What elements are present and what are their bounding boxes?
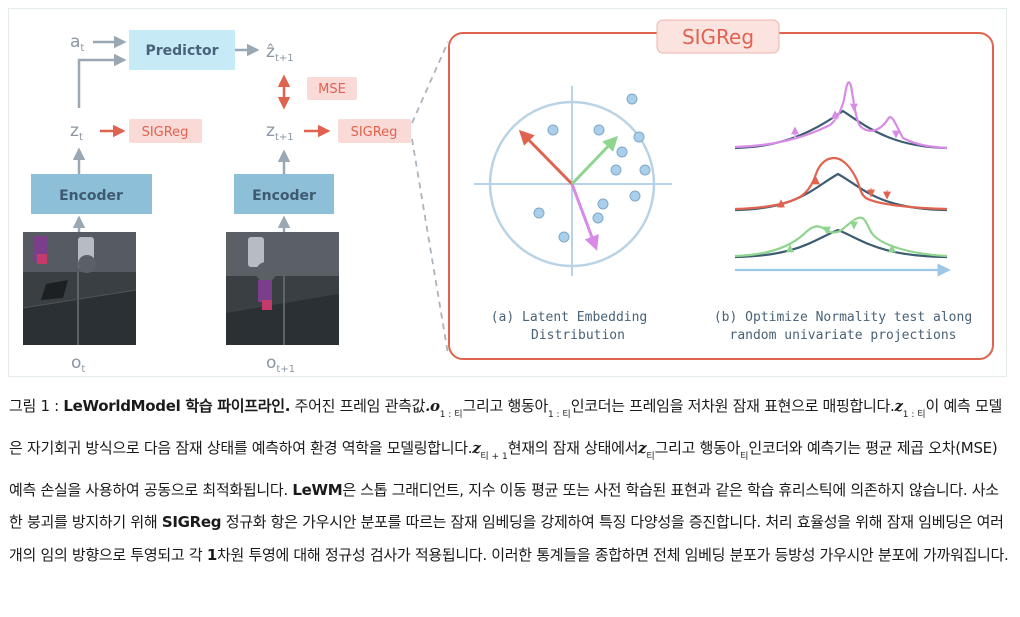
symbol-z-next: z <box>472 438 481 457</box>
symbol-z-next-subscript: 티 + 1 <box>480 451 508 462</box>
encoder-box-left <box>31 174 152 214</box>
zt1-label: zt+1 <box>266 121 294 143</box>
caption-text-5: 현재의 잠재 상태에서 <box>507 438 639 457</box>
sigreg-box-right <box>338 119 411 143</box>
caption-text-3: 인코더는 프레임을 저차원 잠재 표현으로 매핑합니다. <box>570 397 895 415</box>
latent-embedding-plot <box>474 86 672 276</box>
caption-title: LeWorldModel 학습 파이프라인. <box>63 397 291 415</box>
mse-box <box>307 77 357 100</box>
symbol-z-current-subscript: 티 <box>646 451 655 462</box>
encoder-label-right: Encoder <box>252 188 316 204</box>
zoom-line-bottom <box>411 138 449 355</box>
mse-label: MSE <box>318 82 346 97</box>
zoom-line-top <box>411 41 449 124</box>
predictor-box <box>129 30 235 70</box>
caption-fig-number: 그림 1 : <box>9 397 64 415</box>
symbol-a-subscript: 1 : 티 <box>547 410 571 420</box>
caption-one: 1 <box>206 546 217 565</box>
caption-text-8: 은 스톱 그래디언트, 지수 이동 평균 또는 사전 학습된 표현과 같은 학습… <box>9 480 999 532</box>
action-label: at <box>70 32 84 54</box>
symbol-z-subscript: 1 : 티 <box>902 410 926 420</box>
frame-image-t1 <box>226 232 339 345</box>
zhat-label: ẑt+1 <box>266 42 294 64</box>
encoder-box-right <box>234 174 334 214</box>
sigreg-label-left: SIGReg <box>142 125 189 140</box>
symbol-o: .o <box>425 397 440 415</box>
encoder-label-left: Encoder <box>59 188 123 204</box>
caption-text-1: 주어진 프레임 관측값 <box>290 397 426 415</box>
pipeline-figure: at Predictor zt SIGReg Encoder ot ẑt+1 M… <box>8 8 1007 377</box>
zt-to-predictor-arrow <box>77 53 127 108</box>
predictor-label: Predictor <box>146 43 219 59</box>
caption-text-7: 인코더와 예측기는 평균 제곱 오차(MSE) 예측 손실을 사용하여 공동으로… <box>9 438 998 499</box>
symbol-o-subscript: 1 : 티 <box>439 410 463 420</box>
frame-image-t <box>22 232 137 345</box>
caption-text-6: 그리고 행동아 <box>654 438 741 457</box>
caption-text-2: 그리고 행동아 <box>462 397 548 415</box>
caption-text-9: 정규화 항은 가우시안 분포를 따르는 잠재 임베딩을 강제하여 특징 다양성을… <box>9 513 1004 565</box>
sigreg-box-left <box>129 119 202 143</box>
subcaption-a-line2: Distribution <box>531 328 625 343</box>
caption-lewm: LeWM <box>292 480 343 499</box>
symbol-z-current: z <box>638 438 647 457</box>
figure-caption: 그림 1 : LeWorldModel 학습 파이프라인. 주어진 프레임 관측… <box>9 390 1011 572</box>
sigreg-label-right: SIGReg <box>351 125 398 140</box>
subcaption-a-line1: (a) Latent Embedding <box>491 310 648 325</box>
ot-label: ot <box>71 353 85 375</box>
normality-test-plot <box>734 81 951 277</box>
symbol-z: z <box>894 397 904 415</box>
sigreg-panel-title: SIGReg <box>682 25 754 49</box>
ot1-label: ot+1 <box>266 353 295 375</box>
zt-label: zt <box>70 121 83 143</box>
subcaption-b-line2: random univariate projections <box>730 328 957 343</box>
sigreg-panel-title-box <box>656 19 780 54</box>
caption-text-10: 차원 투영에 대해 정규성 검사가 적용됩니다. 이러한 통계들을 종합하면 전… <box>216 546 1009 565</box>
symbol-a-current-subscript: 티 <box>740 451 749 462</box>
subcaption-b-line1: (b) Optimize Normality test along <box>714 310 972 325</box>
caption-sigreg: SIGReg <box>161 513 222 532</box>
caption-text-4: 이 예측 모델은 자기회귀 방식으로 다음 잠재 상태를 예측하여 환경 역학을… <box>9 397 1002 457</box>
